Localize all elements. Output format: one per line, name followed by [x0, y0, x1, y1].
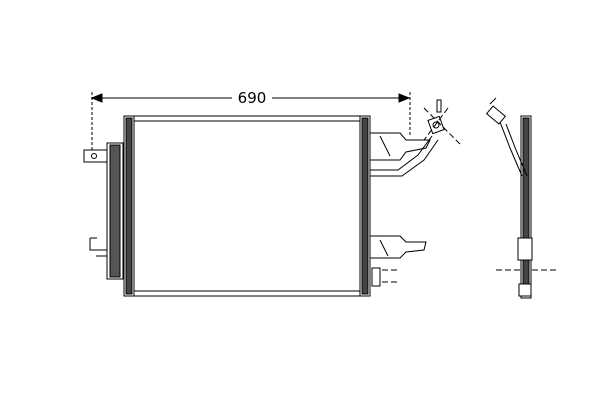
side-pipe-inner [505, 123, 528, 177]
pipe-upper-inner [370, 139, 439, 177]
dimension-arrow-right [398, 93, 411, 103]
side-view [485, 97, 533, 299]
bottom-mount-bracket [89, 237, 108, 257]
centerline-diagonal-b [423, 107, 449, 141]
core-frame-outer [133, 115, 361, 297]
lower-bracket-rib [379, 239, 389, 257]
right-tank-fill [361, 117, 369, 295]
dimension-arrow-left [90, 93, 103, 103]
bottom-fitting [371, 267, 381, 287]
side-fitting-stud [489, 97, 497, 105]
receiver-drier [83, 142, 124, 280]
pipe-upper-outer [370, 135, 433, 171]
side-fitting [485, 105, 507, 125]
side-view-fill [522, 117, 530, 297]
condenser-core [123, 115, 371, 297]
pipe-fitting-stud [436, 99, 442, 113]
upper-bracket-rib [379, 135, 391, 157]
outlet-pipes [369, 99, 445, 287]
side-bottom-end [518, 283, 532, 297]
width-dimension [90, 92, 411, 150]
core-frame-inner [133, 120, 361, 292]
top-mount-hole [91, 153, 97, 159]
upper-pipe-bracket [369, 132, 431, 161]
lower-pipe-bracket [369, 235, 427, 259]
side-pipe-outer [499, 121, 523, 177]
receiver-core [109, 144, 121, 278]
left-tank-fill [125, 117, 133, 295]
dimension-label: 690 [238, 89, 267, 107]
side-lower-bracket [517, 237, 533, 261]
